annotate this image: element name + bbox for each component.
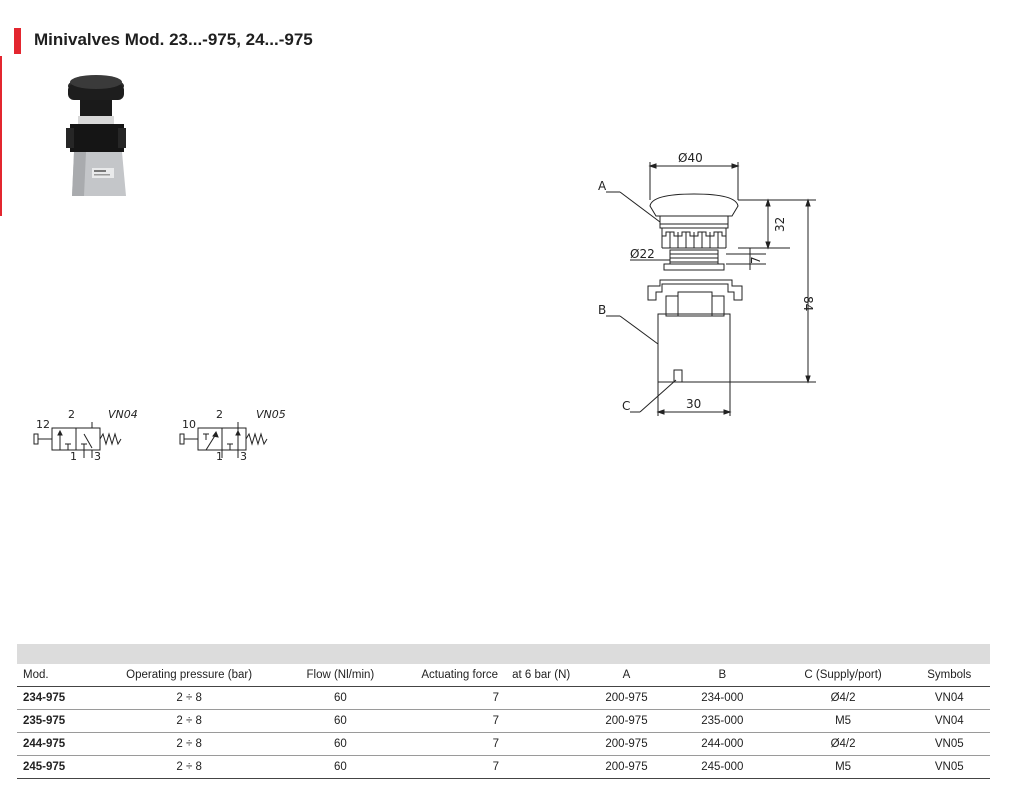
symbol-vn04: 12 2 VN04 1 3 — [30, 404, 140, 463]
cell-symbol: VN05 — [908, 732, 990, 756]
cell-b: 235-000 — [667, 709, 778, 733]
vn05-port-in: 1 — [216, 450, 223, 462]
cell-pressure: 2 ÷ 8 — [103, 732, 276, 756]
cell-force: 7 — [405, 686, 586, 710]
dim-width-30: 30 — [686, 397, 701, 411]
cell-symbol: VN05 — [908, 755, 990, 779]
dim-diameter-40: Ø40 — [678, 151, 703, 165]
cell-b: 234-000 — [667, 686, 778, 710]
vn04-port-top: 2 — [68, 408, 75, 421]
cell-force: 7 — [405, 709, 586, 733]
dim-height-32: 32 — [773, 217, 787, 232]
cell-pressure: 2 ÷ 8 — [103, 709, 276, 733]
label-c: C — [622, 399, 630, 413]
cell-force: 7 — [405, 755, 586, 779]
cell-pressure: 2 ÷ 8 — [103, 686, 276, 710]
table-header-band — [17, 644, 990, 664]
table-header-row: Mod. Operating pressure (bar) Flow (Nl/m… — [17, 664, 990, 687]
col-flow: Flow (Nl/min) — [275, 664, 406, 687]
label-b: B — [598, 303, 606, 317]
symbol-vn05: 10 2 VN05 1 3 — [176, 404, 286, 463]
col-symbols: Symbols — [908, 664, 990, 687]
cell-c: M5 — [777, 755, 909, 779]
cell-c: Ø4/2 — [777, 732, 909, 756]
col-force: Actuating force at 6 bar (N) — [405, 664, 586, 687]
cell-a: 200-975 — [585, 709, 668, 733]
col-pressure: Operating pressure (bar) — [103, 664, 276, 687]
cell-mod: 234-975 — [17, 686, 104, 710]
dim-diameter-22: Ø22 — [630, 247, 655, 261]
cell-a: 200-975 — [585, 755, 668, 779]
vn05-symbol-name: VN05 — [256, 408, 286, 421]
cell-pressure: 2 ÷ 8 — [103, 755, 276, 779]
vn05-port-exh: 3 — [240, 450, 247, 462]
table-row: 244-975 2 ÷ 8 60 7 200-975 244-000 Ø4/2 … — [17, 732, 990, 756]
col-mod: Mod. — [17, 664, 104, 687]
table-row: 234-975 2 ÷ 8 60 7 200-975 234-000 Ø4/2 … — [17, 686, 990, 710]
col-c: C (Supply/port) — [777, 664, 909, 687]
page-title: Minivalves Mod. 23...-975, 24...-975 — [34, 30, 313, 49]
dim-height-7: 7 — [749, 256, 763, 264]
vn05-port-top: 2 — [216, 408, 223, 421]
spec-table: Mod. Operating pressure (bar) Flow (Nl/m… — [17, 644, 990, 779]
cell-c: M5 — [777, 709, 909, 733]
page-edge-marker — [0, 56, 2, 216]
label-a: A — [598, 179, 607, 193]
product-photo — [56, 70, 136, 200]
vn04-port-exh: 3 — [94, 450, 101, 462]
cell-mod: 245-975 — [17, 755, 104, 779]
cell-symbol: VN04 — [908, 686, 990, 710]
table-row: 235-975 2 ÷ 8 60 7 200-975 235-000 M5 VN… — [17, 709, 990, 733]
col-force-condition: at 6 bar (N) — [512, 669, 571, 681]
cell-force: 7 — [405, 732, 586, 756]
col-force-label: Actuating force — [421, 669, 499, 681]
vn04-port-in: 1 — [70, 450, 77, 462]
cell-c: Ø4/2 — [777, 686, 909, 710]
title-accent-bar — [14, 28, 21, 54]
cell-flow: 60 — [275, 686, 406, 710]
cell-mod: 244-975 — [17, 732, 104, 756]
cell-flow: 60 — [275, 755, 406, 779]
dim-height-84: 84 — [801, 296, 815, 311]
cell-a: 200-975 — [585, 686, 668, 710]
vn05-port-left: 10 — [182, 418, 196, 431]
col-a: A — [585, 664, 668, 687]
vn04-symbol-name: VN04 — [108, 408, 138, 421]
cell-b: 245-000 — [667, 755, 778, 779]
dimension-drawing: Ø40 Ø22 32 — [590, 144, 830, 424]
cell-mod: 235-975 — [17, 709, 104, 733]
cell-flow: 60 — [275, 709, 406, 733]
cell-flow: 60 — [275, 732, 406, 756]
cell-a: 200-975 — [585, 732, 668, 756]
cell-symbol: VN04 — [908, 709, 990, 733]
col-b: B — [667, 664, 778, 687]
vn04-port-left: 12 — [36, 418, 50, 431]
cell-b: 244-000 — [667, 732, 778, 756]
table-row: 245-975 2 ÷ 8 60 7 200-975 245-000 M5 VN… — [17, 755, 990, 779]
